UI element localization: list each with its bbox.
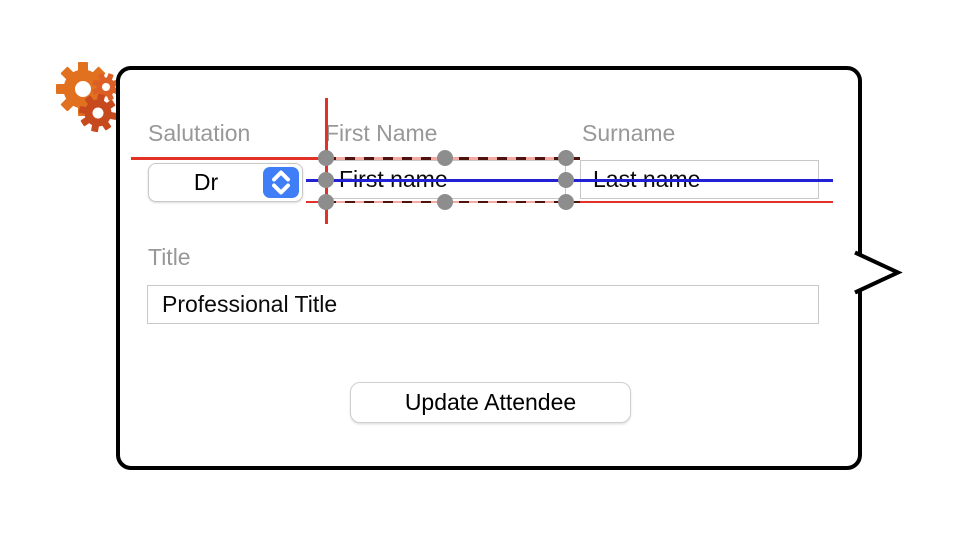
chevron-up-down-icon <box>272 170 290 195</box>
selection-border-bottom <box>326 200 580 203</box>
title-label: Title <box>148 244 191 270</box>
salutation-popup-value: Dr <box>193 169 219 195</box>
selection-handle-middle-left[interactable] <box>318 172 334 188</box>
title-field[interactable]: Professional Title <box>147 285 819 324</box>
salutation-popup[interactable]: Dr <box>148 163 303 202</box>
selection-border-top <box>326 157 580 160</box>
selection-handle-top-middle[interactable] <box>437 150 453 166</box>
first-name-label: First Name <box>325 120 438 146</box>
salutation-label: Salutation <box>148 120 251 146</box>
gears-icon <box>56 62 120 133</box>
update-attendee-button[interactable]: Update Attendee <box>350 382 631 423</box>
selection-handle-middle-right[interactable] <box>558 172 574 188</box>
medium-gear <box>78 93 118 133</box>
selection-handle-bottom-right[interactable] <box>558 194 574 210</box>
popover-arrow <box>854 250 903 295</box>
selection-handle-bottom-left[interactable] <box>318 194 334 210</box>
surname-label: Surname <box>582 120 676 146</box>
selection-handle-top-left[interactable] <box>318 150 334 166</box>
selection-handle-top-right[interactable] <box>558 150 574 166</box>
popup-stepper[interactable] <box>263 167 299 198</box>
selection-handle-bottom-middle[interactable] <box>437 194 453 210</box>
